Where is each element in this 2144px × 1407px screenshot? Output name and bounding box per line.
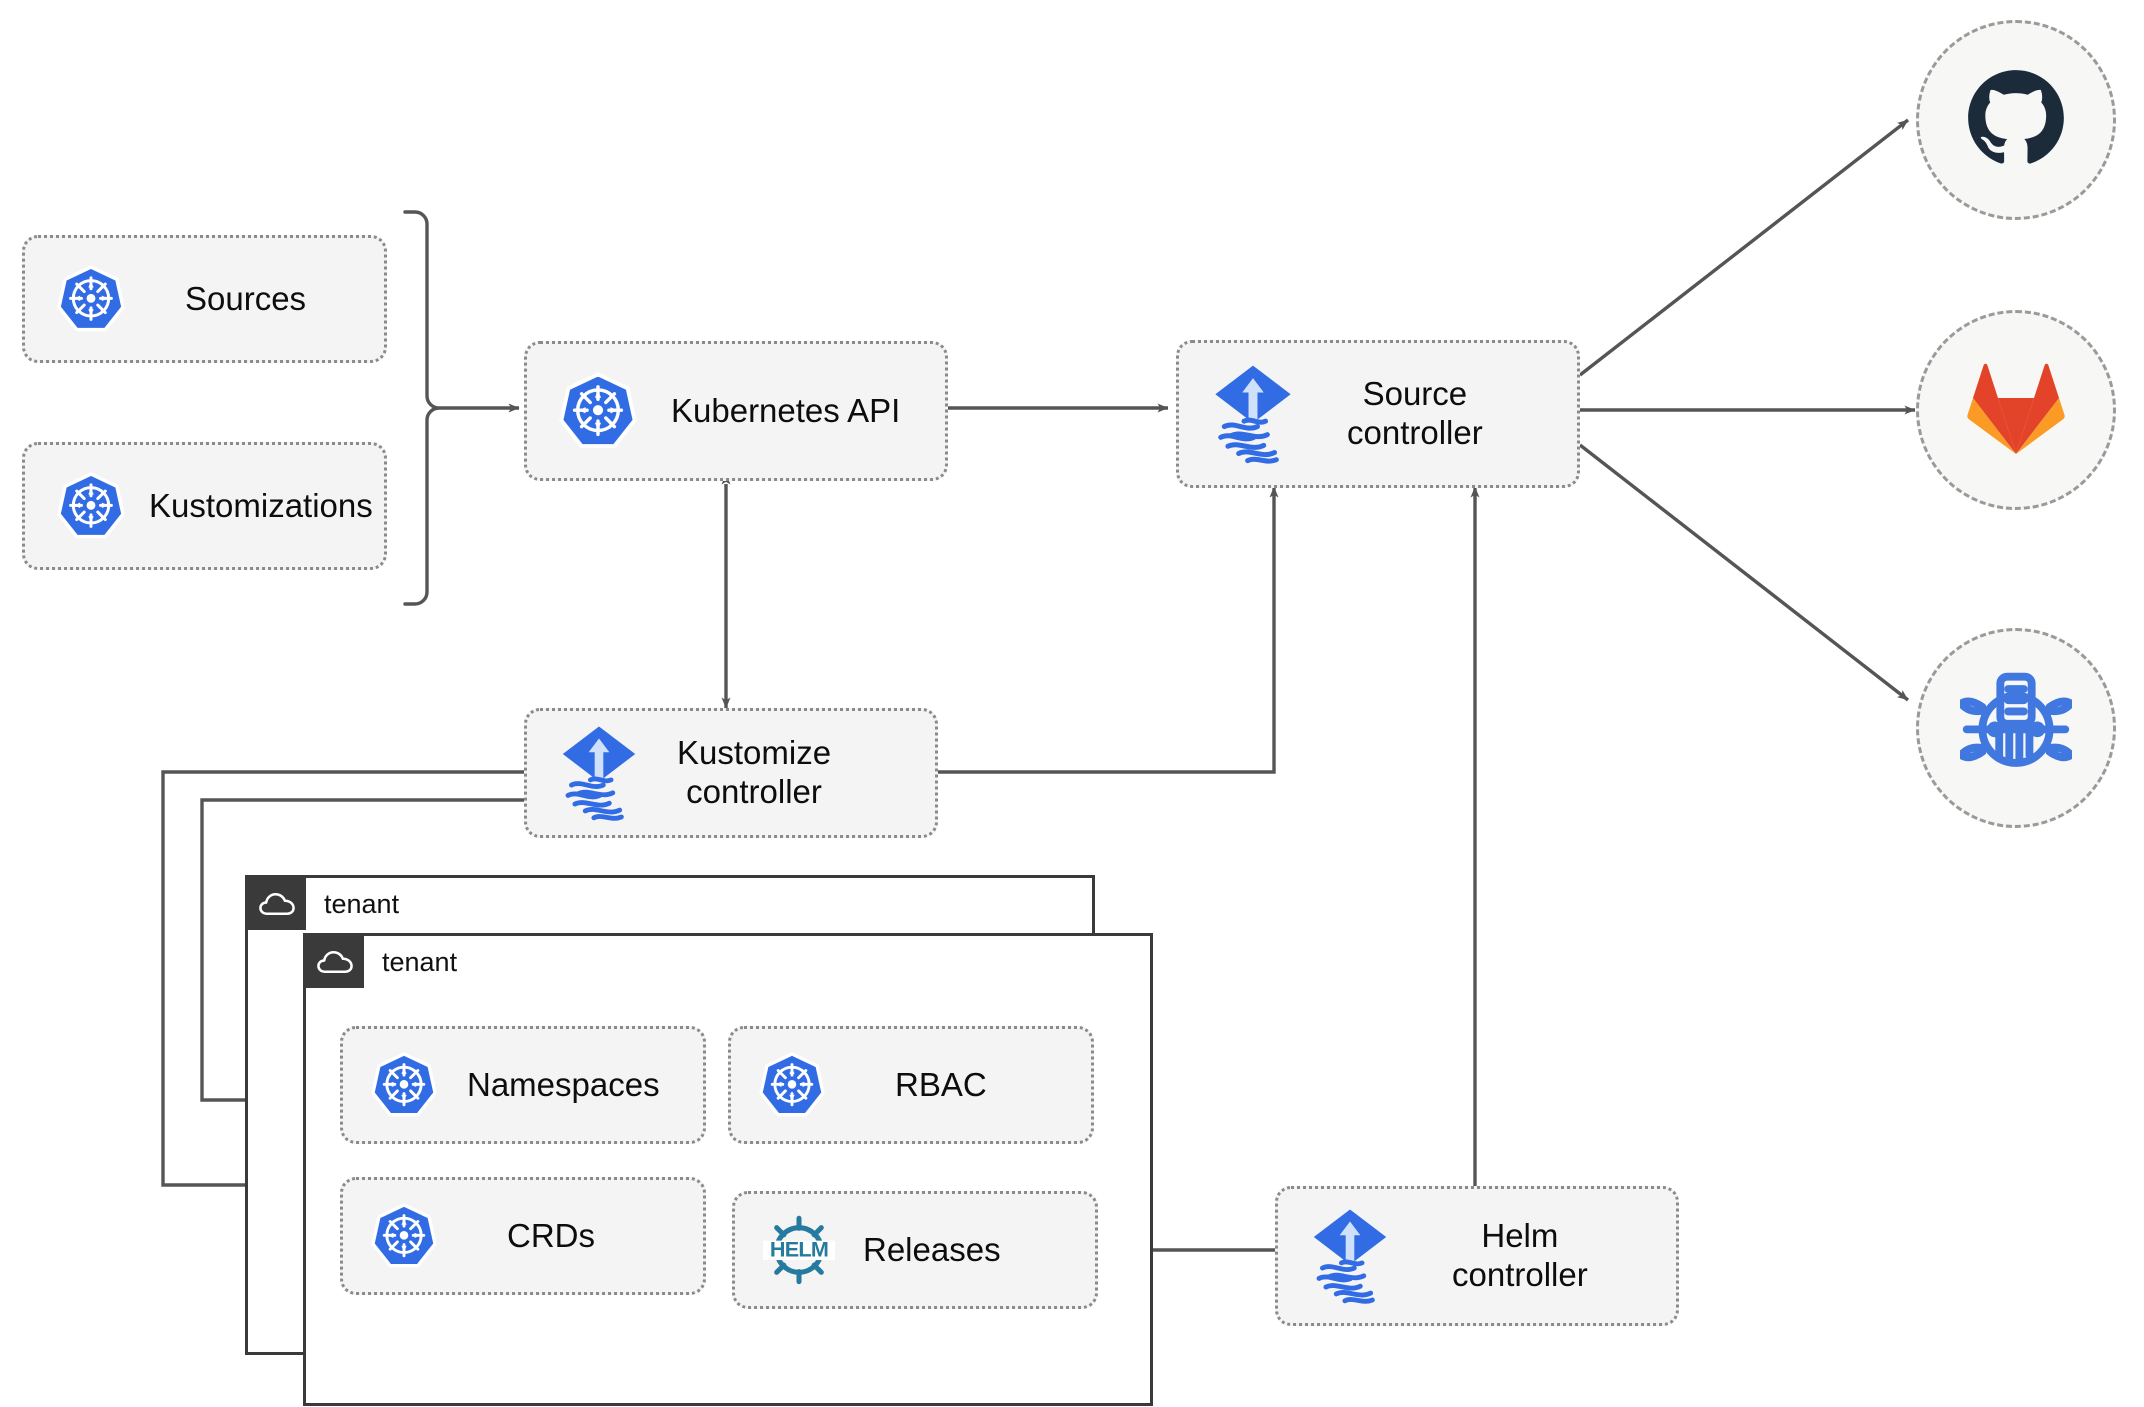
node-kustomize-controller[interactable]: Kustomize controller (524, 708, 938, 838)
node-sources-label: Sources (185, 279, 307, 317)
flux-icon (1205, 362, 1301, 466)
tenant-back-header: tenant (248, 878, 399, 930)
edge-kustomize-to-source (938, 486, 1279, 774)
group-bracket (403, 210, 440, 606)
endpoint-github[interactable] (1916, 20, 2116, 220)
edge-source-to-github (1578, 118, 1910, 377)
node-releases[interactable]: Releases (732, 1191, 1098, 1309)
node-helm-controller-label: Helm controller (1452, 1217, 1588, 1293)
node-crds[interactable]: CRDs (340, 1177, 706, 1295)
node-kubernetes-api[interactable]: Kubernetes API (524, 341, 948, 481)
tenant-back-label: tenant (324, 888, 400, 919)
endpoint-helm-registry[interactable] (1916, 628, 2116, 828)
node-namespaces[interactable]: Namespaces (340, 1026, 706, 1144)
node-crds-label: CRDs (507, 1216, 595, 1254)
kubernetes-icon (371, 1052, 437, 1118)
node-source-controller-label: Source controller (1347, 375, 1483, 451)
node-rbac-label: RBAC (895, 1065, 987, 1103)
node-source-controller[interactable]: Source controller (1176, 340, 1580, 488)
kubernetes-icon (559, 372, 637, 450)
node-helm-controller[interactable]: Helm controller (1275, 1186, 1679, 1326)
flux-icon (553, 723, 645, 823)
node-namespaces-label: Namespaces (467, 1065, 660, 1103)
kubernetes-icon (759, 1052, 825, 1118)
node-kustomizations[interactable]: Kustomizations (22, 442, 387, 570)
endpoint-gitlab[interactable] (1916, 310, 2116, 510)
github-icon (1964, 66, 2068, 175)
node-kustomizations-label: Kustomizations (149, 486, 373, 524)
kubernetes-icon (371, 1203, 437, 1269)
node-kustomize-controller-label: Kustomize controller (677, 734, 832, 810)
cloud-icon (248, 878, 306, 930)
kubernetes-icon (57, 265, 125, 333)
kubernetes-icon (57, 472, 125, 540)
helm-icon (763, 1214, 835, 1286)
node-kubernetes-api-label: Kubernetes API (671, 391, 901, 429)
helm-registry-icon (1960, 670, 2072, 787)
edge-kustomize-to-tenant-back (161, 770, 524, 1190)
cloud-icon (306, 936, 364, 988)
node-rbac[interactable]: RBAC (728, 1026, 1094, 1144)
edge-source-to-helm-registry (1578, 443, 1910, 702)
node-sources[interactable]: Sources (22, 235, 387, 363)
tenant-front-header: tenant (306, 936, 457, 988)
tenant-front-label: tenant (382, 946, 458, 977)
gitlab-icon (1966, 358, 2066, 463)
tenant-container-front[interactable]: tenant (303, 933, 1153, 1406)
node-releases-label: Releases (863, 1230, 1001, 1268)
flux-icon (1304, 1206, 1396, 1306)
